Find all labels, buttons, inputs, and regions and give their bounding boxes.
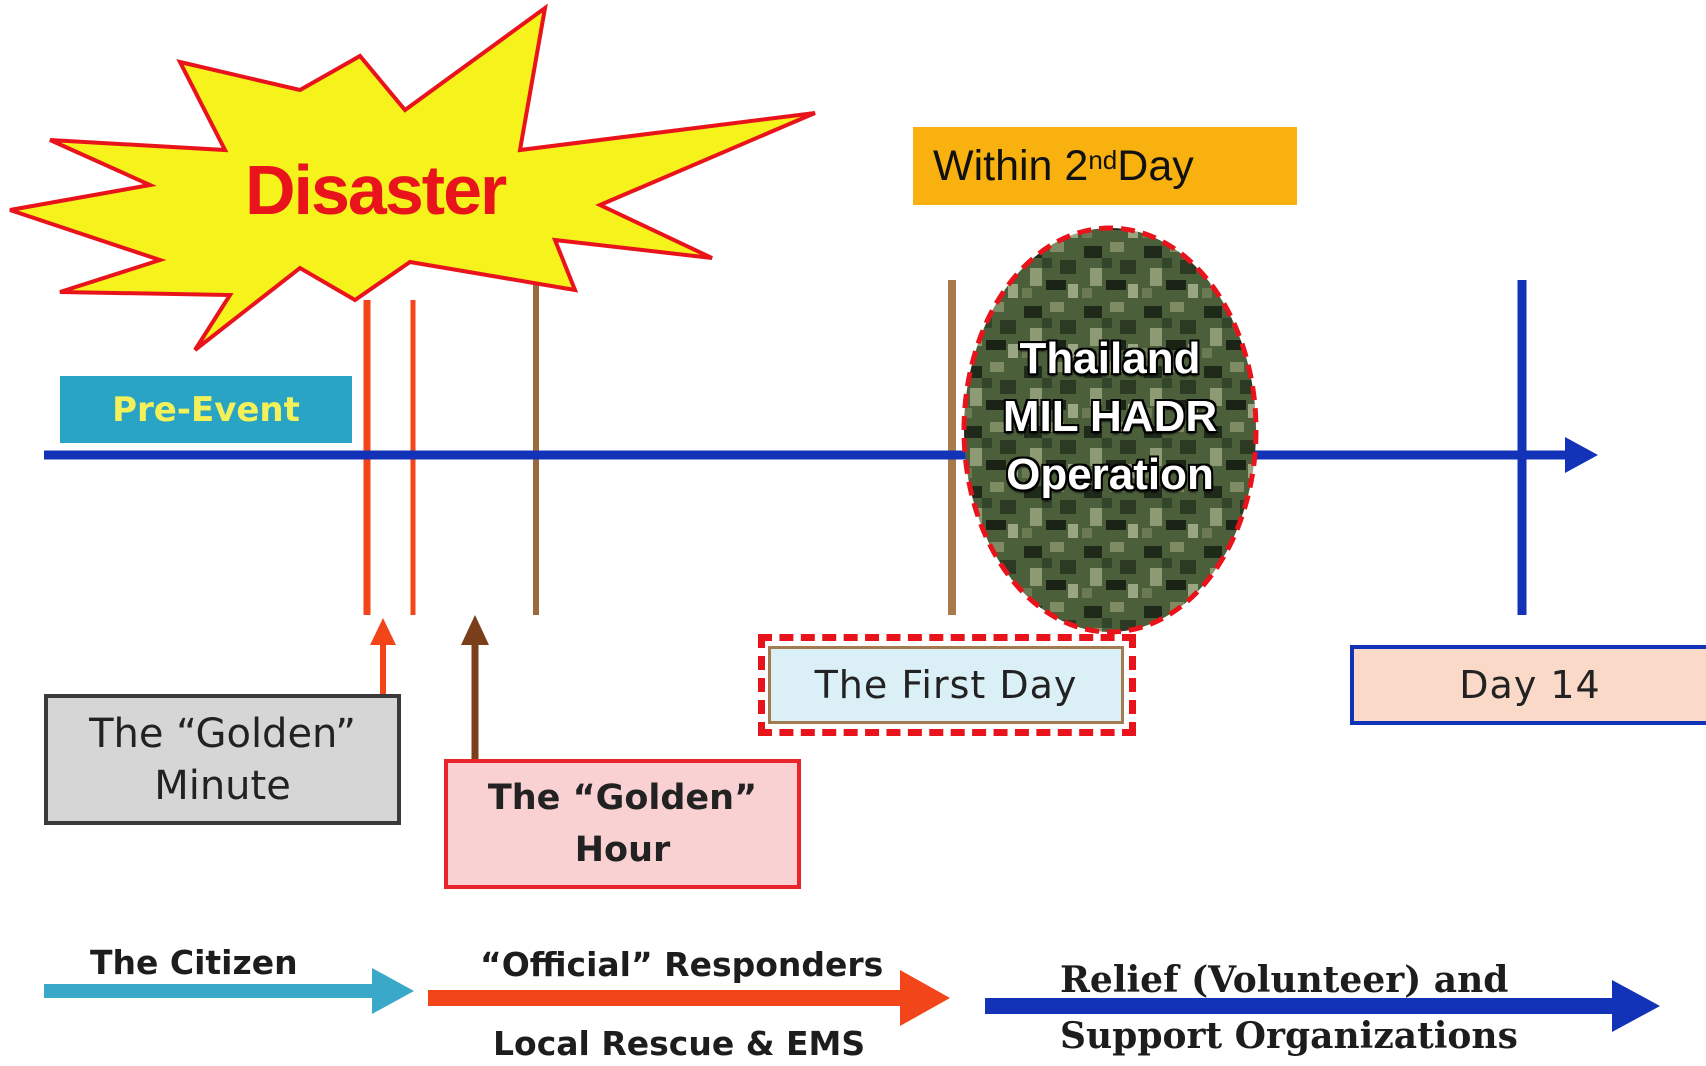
golden-minute-line-2: Minute [154, 762, 291, 809]
thai-line-1: Thailand [1019, 334, 1201, 383]
mil-hadr-ellipse [961, 225, 1259, 635]
pre-event-label: Pre-Event [60, 376, 352, 443]
official-responders-label: “Official” Responders [480, 945, 884, 984]
local-rescue-label: Local Rescue & EMS [493, 1024, 866, 1063]
golden-minute-up-arrowhead [370, 618, 396, 645]
golden-hour-up-arrowhead [461, 615, 489, 645]
relief-organizations-label: Relief (Volunteer) and Support Organizat… [1060, 959, 1518, 1057]
within-superscript: nd [1088, 144, 1118, 175]
day14-box: Day 14 [1350, 645, 1706, 725]
golden-hour-line-2: Hour [574, 830, 671, 870]
golden-minute-line-1: The “Golden” [89, 710, 356, 757]
citizen-label: The Citizen [90, 943, 298, 982]
official-arrowhead [900, 970, 950, 1026]
first-day-box: The First Day [768, 646, 1124, 724]
citizen-arrowhead [372, 968, 414, 1014]
thai-line-2: MIL HADR [1002, 392, 1218, 441]
golden-minute-box: The “Golden” Minute [44, 694, 401, 825]
thai-line-3: Operation [1006, 450, 1214, 499]
within-prefix: Within 2 [933, 141, 1089, 190]
golden-hour-line-1: The “Golden” [487, 778, 758, 818]
first-day-highlight [758, 634, 1136, 736]
golden-hour-box: The “Golden” Hour [444, 759, 801, 889]
within-suffix: Day [1117, 141, 1194, 190]
disaster-burst [9, 3, 816, 352]
relief-arrowhead [1612, 980, 1660, 1032]
thailand-mil-hadr-label: Thailand MIL HADR Operation [960, 330, 1260, 504]
main-timeline-arrowhead [1565, 437, 1598, 473]
disaster-label: Disaster [245, 151, 507, 229]
